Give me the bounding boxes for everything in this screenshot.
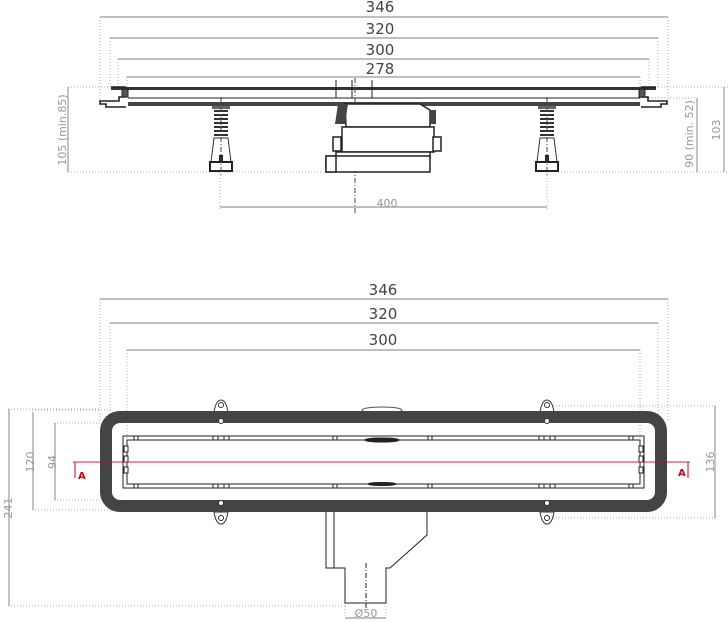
top-dimension-lines xyxy=(100,298,668,351)
top-height-frame: 120 xyxy=(24,452,37,473)
side-extension-lines xyxy=(68,17,728,210)
side-vertical-dims xyxy=(67,87,725,208)
section-line-a-a xyxy=(73,461,690,478)
outlet-diameter: Ø50 xyxy=(355,607,378,620)
mounting-lugs xyxy=(213,399,555,525)
siphon-body xyxy=(325,80,442,173)
section-label-left: A xyxy=(78,471,86,482)
side-leg-spacing: 400 xyxy=(377,197,398,210)
side-dim-320: 320 xyxy=(366,20,395,38)
top-dim-300: 300 xyxy=(369,331,398,349)
top-dim-320: 320 xyxy=(369,305,398,323)
side-dim-300: 300 xyxy=(366,41,395,59)
top-dim-346: 346 xyxy=(369,281,398,299)
frame-screw-holes xyxy=(218,418,550,506)
top-height-outer: 241 xyxy=(2,498,15,519)
side-height-right-inner: 90 (min. 52) xyxy=(683,100,696,168)
top-height-right: 136 xyxy=(704,452,717,473)
top-extension-lines xyxy=(8,299,716,618)
top-view: 346 320 300 241 120 94 136 Ø50 xyxy=(2,281,717,620)
side-height-right-outer: 103 xyxy=(710,120,723,141)
side-dimension-lines xyxy=(100,16,668,78)
top-height-grate: 94 xyxy=(46,455,59,469)
side-height-left: 105 (min.85) xyxy=(56,94,69,165)
outlet-pipe xyxy=(325,510,428,610)
side-view: 346 320 300 278 105 (min.85) 90 (min. 52… xyxy=(56,0,728,213)
side-dim-278: 278 xyxy=(366,60,395,78)
top-vertical-dims xyxy=(8,406,716,619)
side-dim-346: 346 xyxy=(366,0,395,16)
section-label-right: A xyxy=(678,468,686,479)
